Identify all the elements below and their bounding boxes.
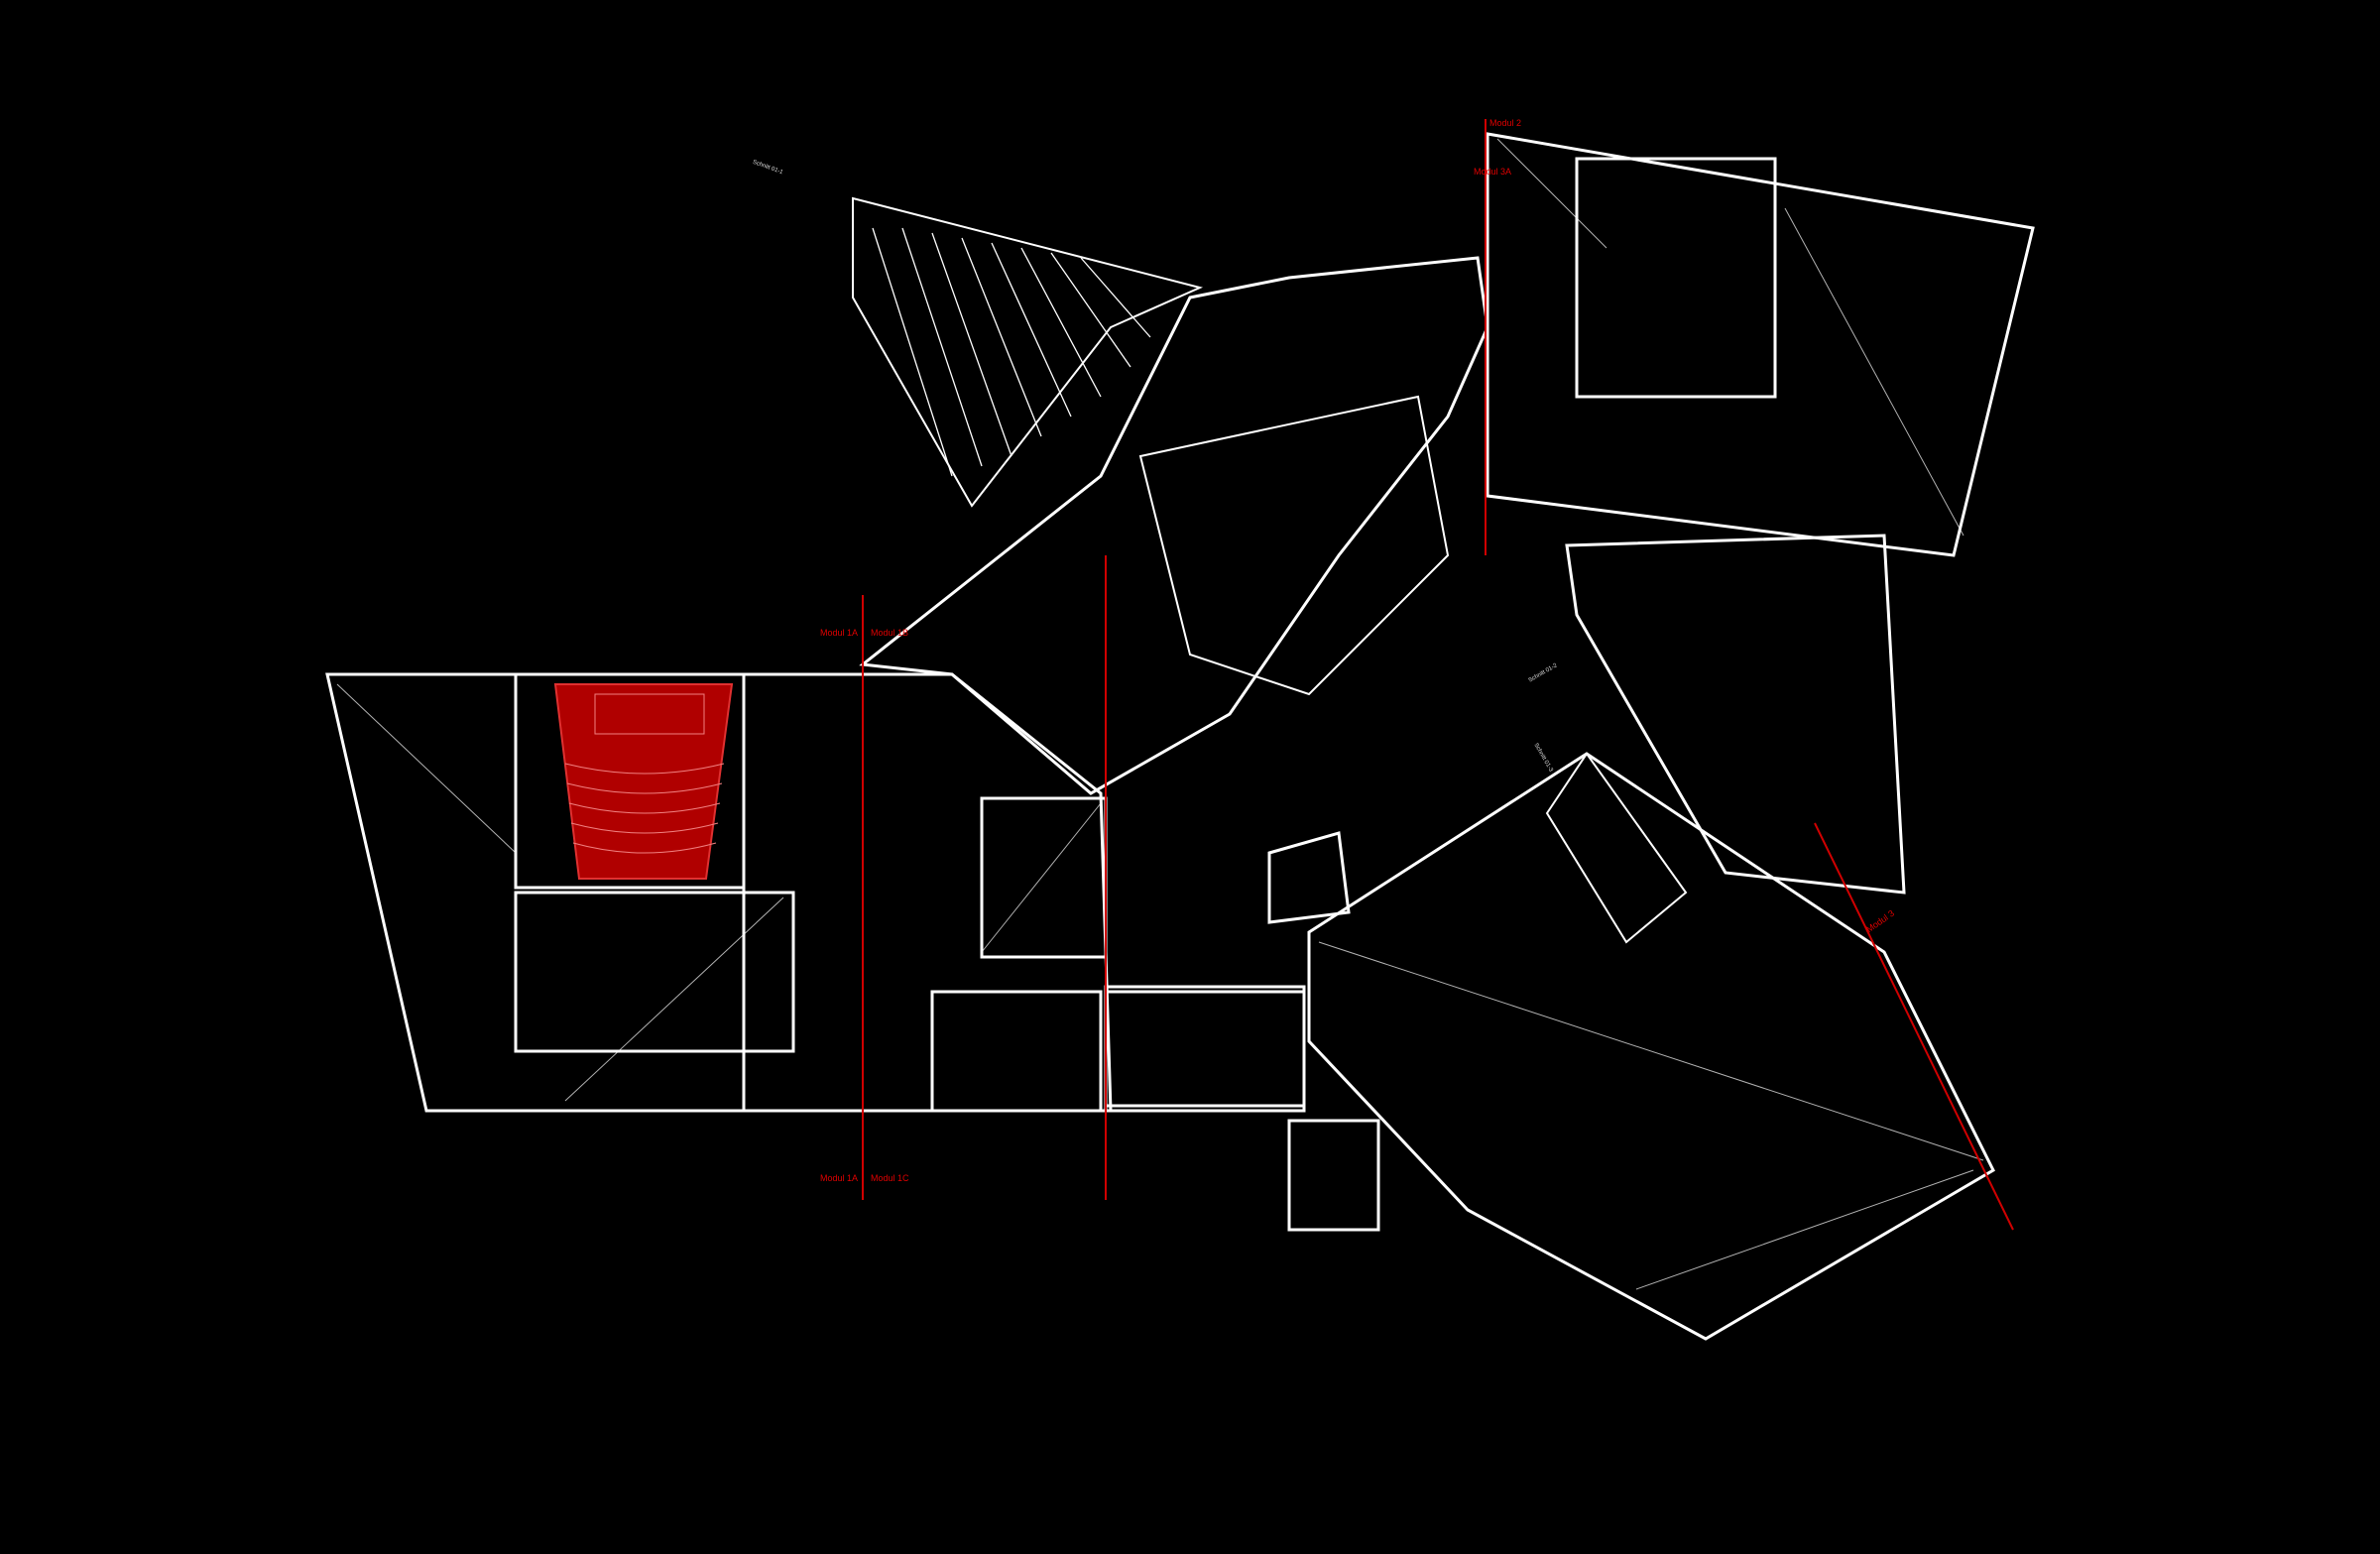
promenade-outline	[859, 256, 1489, 795]
module-label: Modul 1B	[871, 628, 909, 638]
main-auditorium	[1138, 395, 1450, 696]
central-block-outline	[742, 672, 1113, 1113]
southeast-block	[1307, 752, 1995, 1341]
northeast-block	[1486, 132, 2035, 557]
east-wing	[1565, 534, 1906, 895]
highlighted-auditorium-seating	[553, 683, 734, 880]
module-label: Modul 1C	[871, 1173, 909, 1183]
module-label: Modul 3A	[1474, 167, 1512, 177]
hatched-terrace	[852, 196, 1204, 508]
module-label: Modul 1A	[820, 1173, 859, 1183]
module-label: Modul 1A	[820, 628, 859, 638]
module-label: Modul 2	[1489, 118, 1522, 128]
